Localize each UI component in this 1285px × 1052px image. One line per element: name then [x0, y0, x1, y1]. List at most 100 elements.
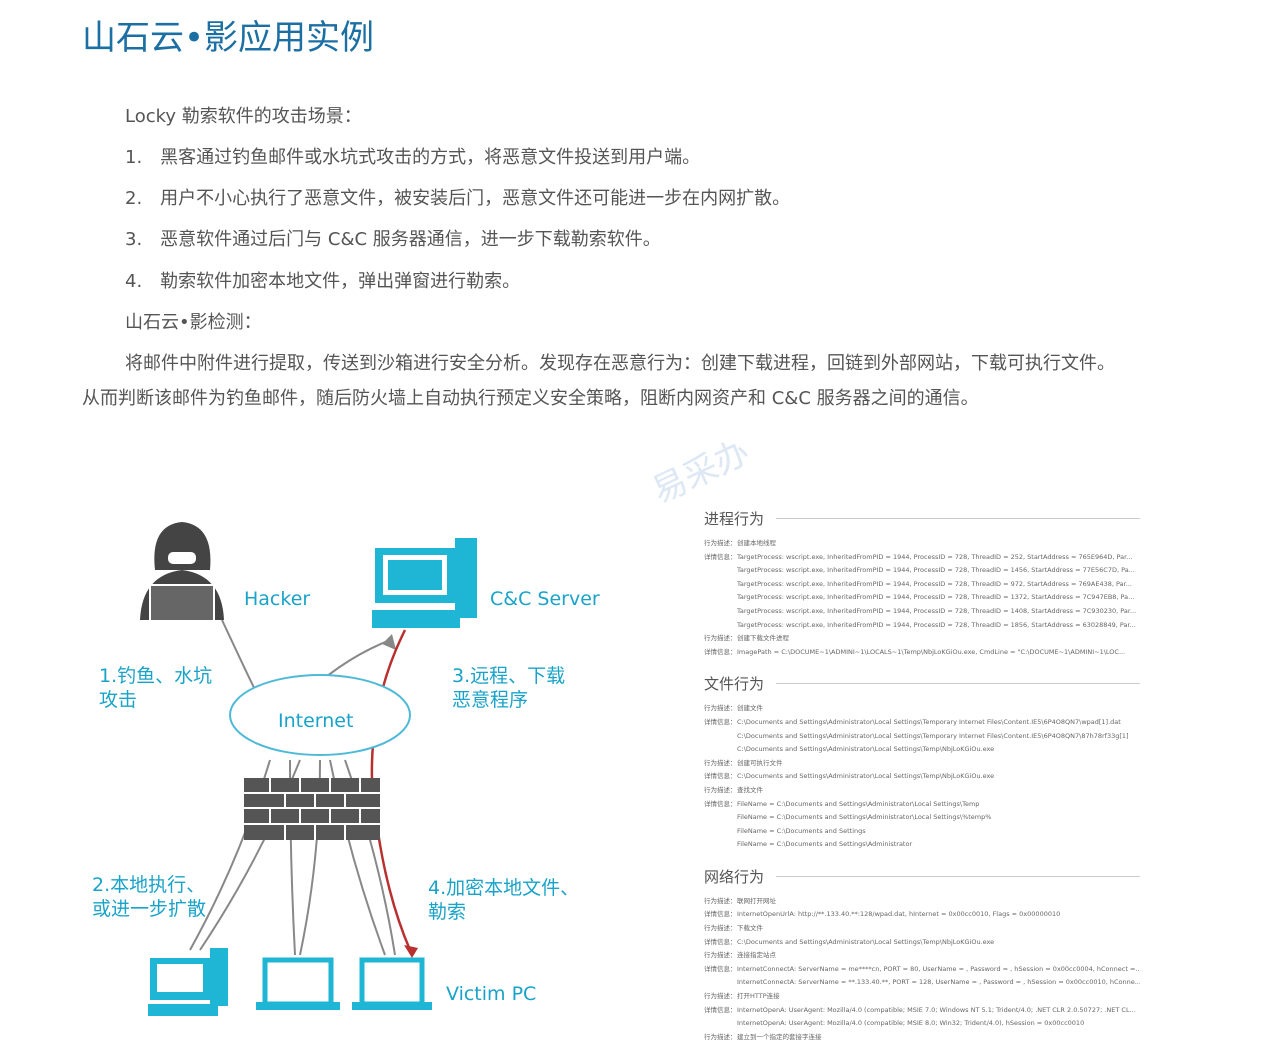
detect-line-1: 将邮件中附件进行提取，传送到沙箱进行安全分析。发现存在恶意行为：创建下载进程，回… [125, 353, 1115, 374]
report-row-key: 行为描述： [704, 896, 737, 905]
step1-line1: 1.钓鱼、水坑 [99, 665, 213, 687]
detect-line-2: 从而判断该邮件为钓鱼邮件，随后防火墙上自动执行预定义安全策略，阻断内网资产和 C… [82, 388, 979, 409]
hacker-label: Hacker [244, 588, 311, 610]
report-row: FileName = C:\Documents and Settings\Adm… [700, 811, 1140, 825]
report-section-title: 进程行为 [704, 508, 1140, 529]
step2-line2: 或进一步扩散 [92, 898, 207, 920]
report-row-key: 详情信息： [704, 552, 737, 561]
report-row-value: 创建本地线程 [737, 539, 776, 547]
report-row-value: 打开HTTP连接 [737, 992, 780, 1001]
report-row-value: TargetProcess: wscript.exe, InheritedFro… [737, 593, 1135, 602]
step-3: 3. 恶意软件通过后门与 C&C 服务器通信，进一步下载勒索软件。 [125, 229, 661, 250]
report-row-value: FileName = C:\Documents and Settings\Adm… [737, 799, 980, 808]
detect-label: 山石云•影检测： [125, 312, 262, 333]
report-row-value: TargetProcess: wscript.exe, InheritedFro… [737, 579, 1132, 588]
step3-label: 3.远程、下载恶意程序 [452, 664, 565, 712]
report-row-key: 详情信息： [704, 1005, 737, 1014]
report-row: 详情信息：C:\Documents and Settings\Administr… [700, 716, 1140, 730]
firewall-bricks [244, 778, 380, 840]
report-row: TargetProcess: wscript.exe, InheritedFro… [700, 564, 1140, 578]
report-row: 详情信息：ImagePath = C:\DOCUME~1\ADMINI~1\LO… [700, 646, 1140, 660]
report-row: 行为描述：下载文件 [700, 922, 1140, 936]
report-row-value: TargetProcess: wscript.exe, InheritedFro… [737, 606, 1137, 615]
step1-line2: 攻击 [99, 689, 138, 711]
report-row-value: InternetConnectA: ServerName = me****cn,… [737, 964, 1140, 973]
report-row: 详情信息：TargetProcess: wscript.exe, Inherit… [700, 551, 1140, 565]
report-row-value: FileName = C:\Documents and Settings\Adm… [737, 813, 992, 822]
report-row-key: 行为描述： [704, 704, 737, 713]
laptop-icon [262, 957, 425, 1007]
report-row-value: 创建下载文件进程 [737, 634, 789, 643]
page-title: 山石云•影应用实例 [82, 18, 375, 58]
report-row: 行为描述：联网打开网址 [700, 895, 1140, 909]
step2-line1: 2.本地执行、 [92, 874, 206, 896]
report-row: 行为描述：创建文件 [700, 702, 1140, 716]
step3-line2: 恶意程序 [452, 689, 529, 711]
report-row-key: 行为描述： [704, 785, 737, 794]
report-row-value: 连接指定站点 [737, 951, 776, 960]
report-row-value: C:\Documents and Settings\Administrator\… [737, 745, 995, 754]
report-row-value: 下载文件 [737, 924, 763, 933]
victim-pc-label: Victim PC [446, 983, 537, 1005]
report-row-value: FileName = C:\Documents and Settings [737, 826, 866, 835]
report-section: 进程行为行为描述：创建本地线程详情信息：TargetProcess: wscri… [700, 508, 1140, 659]
report-row-key: 详情信息： [704, 937, 737, 946]
step-2: 2. 用户不小心执行了恶意文件，被安装后门，恶意文件还可能进一步在内网扩散。 [125, 188, 791, 209]
report-row-value: TargetProcess: wscript.exe, InheritedFro… [737, 620, 1136, 629]
report-row-key: 行为描述： [704, 992, 737, 1001]
report-row-value: 联网打开网址 [737, 896, 776, 905]
victim-pc-icon [148, 948, 228, 1016]
report-row: FileName = C:\Documents and Settings [700, 825, 1140, 839]
report-row: TargetProcess: wscript.exe, InheritedFro… [700, 619, 1140, 633]
report-row-value: InternetConnectA: ServerName = **.133.40… [737, 978, 1140, 987]
sandbox-report-panel: 进程行为行为描述：创建本地线程详情信息：TargetProcess: wscri… [700, 508, 1140, 1052]
report-row: 详情信息：InternetOpenA: UserAgent: Mozilla/4… [700, 1004, 1140, 1018]
cc-server-icon [372, 538, 477, 628]
report-row-key: 行为描述： [704, 924, 737, 933]
report-row-value: InternetOpenUrlA: http://**.133.40.**:12… [737, 910, 1061, 919]
report-section: 网络行为行为描述：联网打开网址详情信息：InternetOpenUrlA: ht… [700, 866, 1140, 1045]
report-row: 行为描述：连接指定站点 [700, 949, 1140, 963]
attack-diagram [140, 522, 477, 1016]
report-section-title: 文件行为 [704, 673, 1140, 694]
report-row-value: C:\Documents and Settings\Administrator\… [737, 717, 1121, 726]
report-row: TargetProcess: wscript.exe, InheritedFro… [700, 605, 1140, 619]
report-row: 详情信息：InternetConnectA: ServerName = me**… [700, 963, 1140, 977]
report-row: 详情信息：C:\Documents and Settings\Administr… [700, 770, 1140, 784]
report-row: 详情信息：C:\Documents and Settings\Administr… [700, 936, 1140, 950]
report-row-value: TargetProcess: wscript.exe, InheritedFro… [737, 566, 1135, 575]
report-row-value: 建立到一个指定的套接字连接 [737, 1032, 822, 1041]
report-row-key: 详情信息： [704, 717, 737, 726]
report-row: 详情信息：FileName = C:\Documents and Setting… [700, 798, 1140, 812]
report-row: 行为描述：创建本地线程 [700, 537, 1140, 551]
report-section: 文件行为行为描述：创建文件详情信息：C:\Documents and Setti… [700, 673, 1140, 852]
report-row: C:\Documents and Settings\Administrator\… [700, 743, 1140, 757]
report-row-value: FileName = C:\Documents and Settings\Adm… [737, 840, 913, 849]
report-row-key: 行为描述： [704, 539, 737, 547]
report-row-key: 详情信息： [704, 799, 737, 808]
report-row-key: 行为描述： [704, 634, 737, 643]
report-row-key: 详情信息： [704, 910, 737, 919]
report-row-value: C:\Documents and Settings\Administrator\… [737, 772, 995, 781]
hacker-icon [140, 522, 224, 622]
step4-line2: 勒索 [428, 901, 467, 923]
report-row: 行为描述：创建下载文件进程 [700, 632, 1140, 646]
report-row-key: 详情信息： [704, 964, 737, 973]
step4-line1: 4.加密本地文件、 [428, 877, 580, 899]
intro-text: Locky 勒索软件的攻击场景： [125, 106, 362, 127]
report-row-key: 行为描述： [704, 1032, 737, 1041]
report-row: TargetProcess: wscript.exe, InheritedFro… [700, 591, 1140, 605]
report-row: InternetOpenA: UserAgent: Mozilla/4.0 (c… [700, 1017, 1140, 1031]
report-row-value: InternetOpenA: UserAgent: Mozilla/4.0 (c… [737, 1019, 1085, 1028]
report-row: 行为描述：建立到一个指定的套接字连接 [700, 1031, 1140, 1045]
report-row-value: InternetOpenA: UserAgent: Mozilla/4.0 (c… [737, 1005, 1136, 1014]
cc-server-label: C&C Server [490, 588, 600, 610]
cloud-icon [229, 674, 411, 756]
report-row: C:\Documents and Settings\Administrator\… [700, 730, 1140, 744]
report-row-key: 行为描述： [704, 758, 737, 767]
step4-label: 4.加密本地文件、勒索 [428, 876, 579, 924]
report-row: 行为描述：查找文件 [700, 784, 1140, 798]
step-4: 4. 勒索软件加密本地文件，弹出弹窗进行勒索。 [125, 271, 521, 292]
report-section-title: 网络行为 [704, 866, 1140, 887]
report-row-key: 行为描述： [704, 951, 737, 960]
